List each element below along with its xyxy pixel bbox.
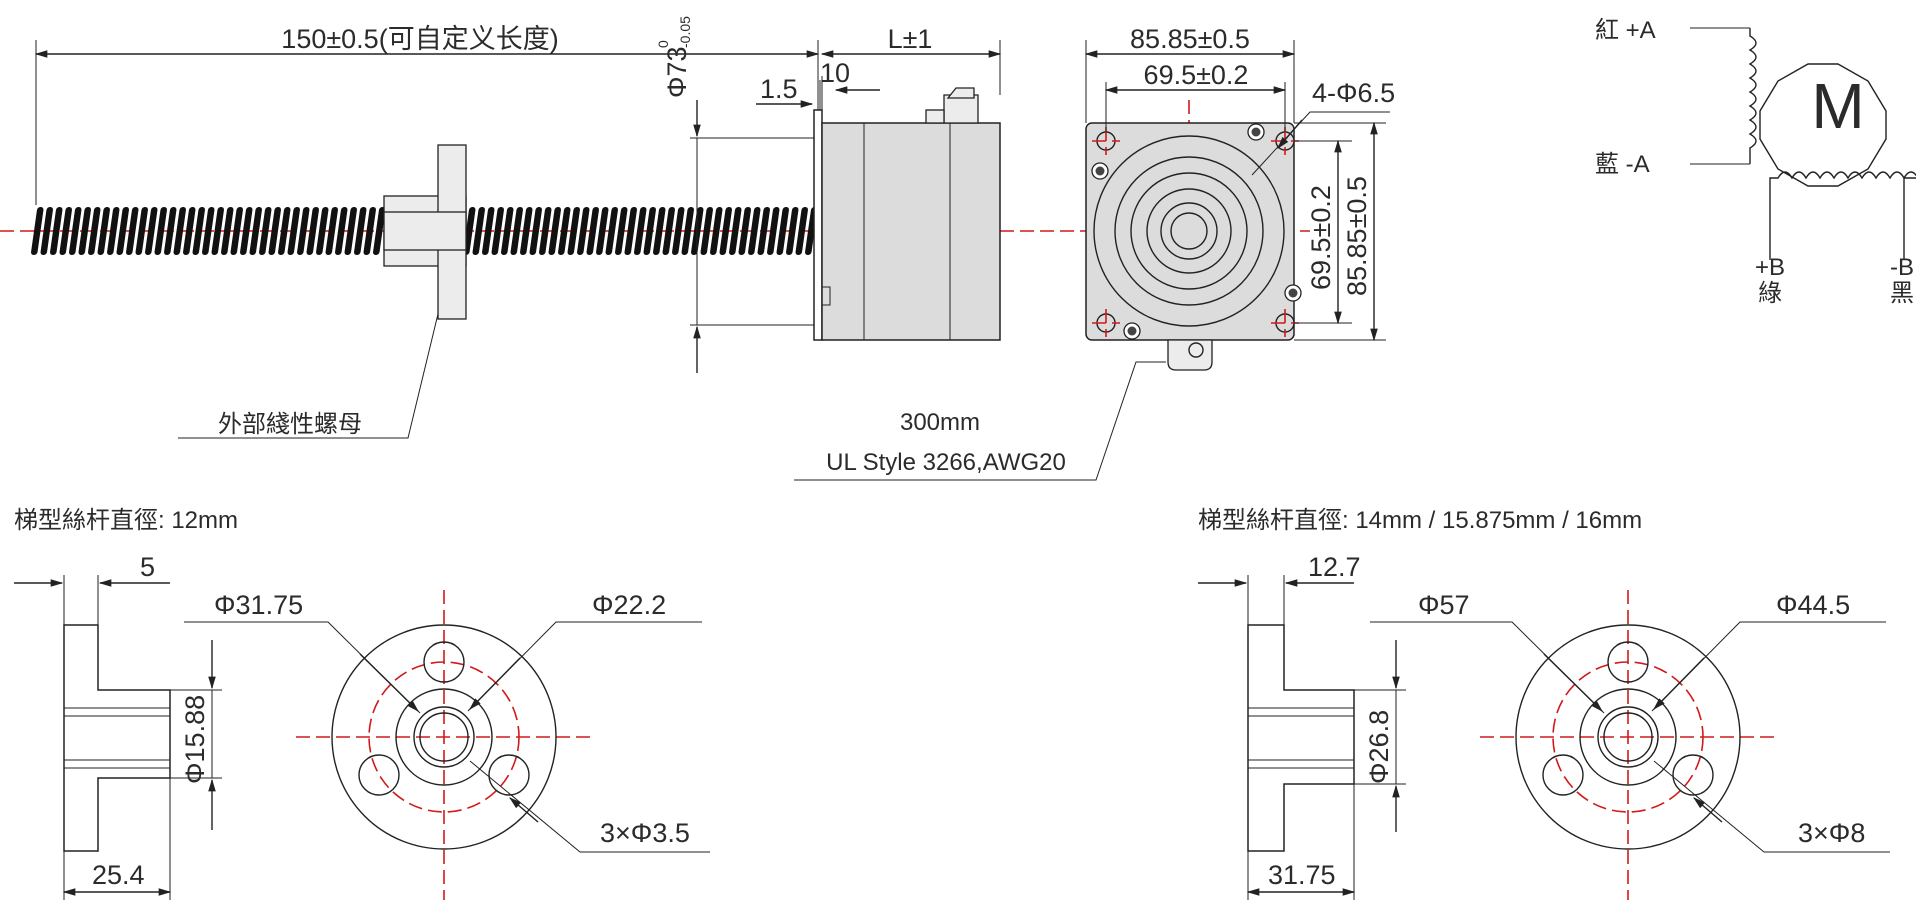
nut-small-title: 梯型絲杆直徑: 12mm	[14, 507, 238, 534]
front-view: 85.85±0.5 69.5±0.2 4-Φ6.5 69.5±0.2 85.85…	[794, 24, 1395, 481]
nut-large-bore-dim: Φ26.8	[1364, 710, 1394, 784]
pilot-tol-lower: -0.05	[677, 16, 693, 48]
pilot-dia-dim: Φ73	[662, 46, 692, 98]
wire-b-plus-color: 綠	[1758, 280, 1782, 307]
lead-screw-thread	[31, 207, 818, 255]
nut-large-flange-dim: 12.7	[1308, 552, 1361, 582]
coil-a	[1748, 28, 1757, 164]
nut-small-flange-dim: 5	[140, 552, 155, 582]
holes-dim: 4-Φ6.5	[1312, 78, 1395, 108]
boss-height-dim: 1.5	[760, 74, 798, 104]
nut-large-title: 梯型絲杆直徑: 14mm / 15.875mm / 16mm	[1198, 507, 1642, 534]
nut-detail-small: 梯型絲杆直徑: 12mm 5 Φ15.88 25.4	[14, 507, 710, 900]
nut-large-length-dim: 31.75	[1268, 860, 1336, 890]
cable-length: 300mm	[900, 409, 980, 436]
motor-length-dim: L±1	[888, 24, 933, 54]
width-outer-dim: 85.85±0.5	[1130, 24, 1250, 54]
pilot-tol-upper: 0	[655, 40, 671, 48]
width-holes-dim: 69.5±0.2	[1144, 60, 1249, 90]
motor-symbol-label: M	[1811, 70, 1864, 142]
nut-detail-large: 梯型絲杆直徑: 14mm / 15.875mm / 16mm 12.7 Φ26.…	[1198, 507, 1890, 900]
wire-a-minus: 藍 -A	[1595, 151, 1650, 178]
external-nut	[383, 144, 467, 320]
nut-large-profile	[1247, 624, 1355, 852]
wiring-diagram: M 紅 +A 藍 -A +B 綠 -B 黑	[1595, 17, 1916, 307]
wire-b-minus-color: 黑	[1890, 280, 1914, 307]
nut-small-pcd-dim: Φ22.2	[592, 590, 666, 620]
motor-side	[813, 87, 1001, 341]
nut-label: 外部綫性螺母	[218, 411, 362, 438]
nut-large-pcd-dim: Φ44.5	[1776, 590, 1850, 620]
flange-thk-dim: 10	[820, 58, 850, 88]
coil-b	[1769, 171, 1916, 260]
cable-gland	[1167, 339, 1213, 371]
nut-small-outer-dim: Φ31.75	[214, 590, 303, 620]
screw-length-dim: 150±0.5(可自定义长度)	[281, 24, 558, 54]
nut-large-holes-dim: 3×Φ8	[1798, 818, 1865, 848]
wire-b-minus: -B	[1890, 254, 1914, 281]
nut-small-length-dim: 25.4	[92, 860, 145, 890]
nut-large-outer-dim: Φ57	[1418, 590, 1470, 620]
cable-spec: UL Style 3266,AWG20	[826, 449, 1066, 476]
wire-a-plus: 紅 +A	[1595, 17, 1656, 44]
height-outer-dim: 85.85±0.5	[1342, 176, 1372, 296]
mounting-holes	[1091, 123, 1302, 340]
nut-small-profile	[63, 624, 171, 852]
motor-symbol	[1759, 63, 1887, 187]
wire-b-plus: +B	[1755, 254, 1785, 281]
nut-small-holes-dim: 3×Φ3.5	[600, 818, 690, 848]
height-holes-dim: 69.5±0.2	[1306, 185, 1336, 290]
nut-small-bore-dim: Φ15.88	[180, 695, 210, 784]
side-view: 150±0.5(可自定义长度) L±1 1.5 10 Φ73 0 -0.05 外…	[0, 16, 1060, 439]
